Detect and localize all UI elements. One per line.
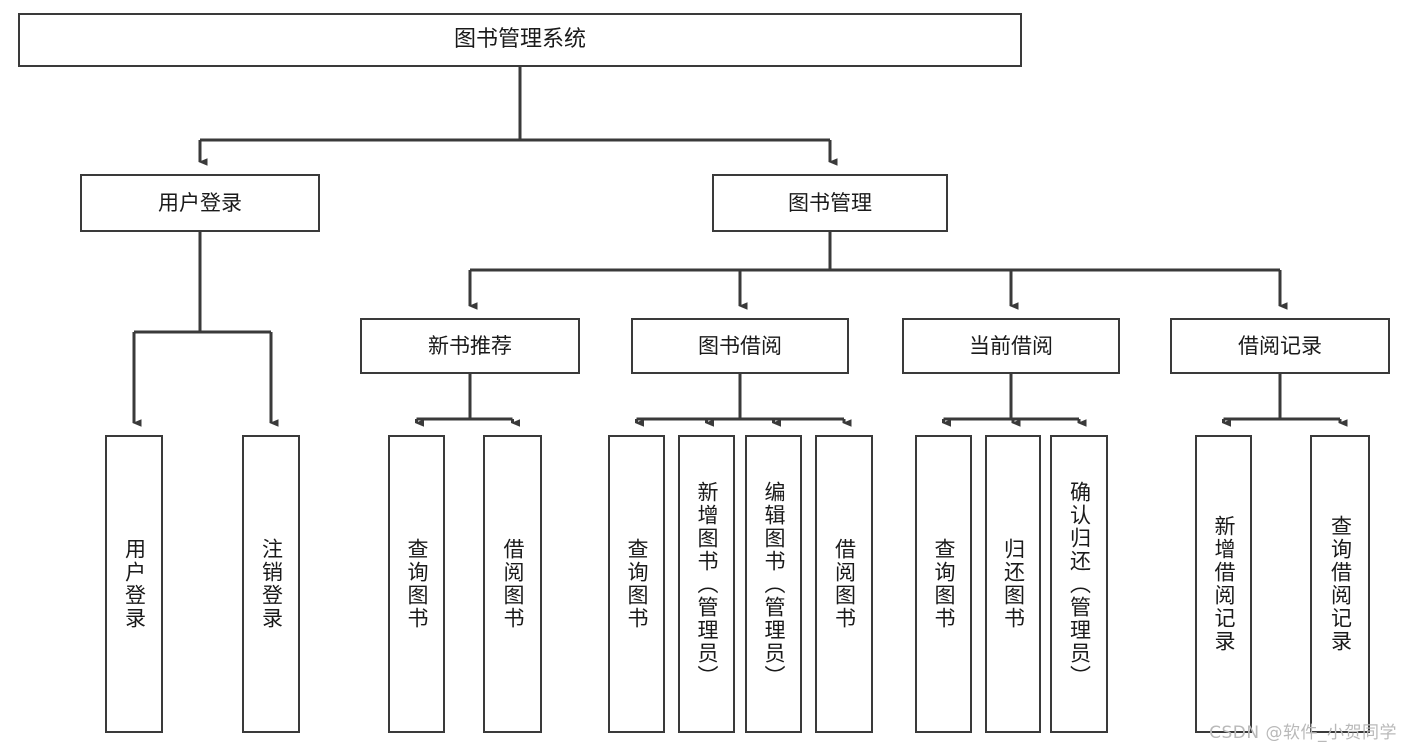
node-label: 图书借阅 — [698, 333, 782, 358]
leaf-node-leaf-add-record[interactable]: 新增借阅记录 — [1195, 435, 1252, 733]
node-label: 借阅图书 — [832, 538, 857, 630]
leaf-node-leaf-query-record[interactable]: 查询借阅记录 — [1310, 435, 1370, 733]
node-label: 借阅记录 — [1238, 333, 1322, 358]
node-current-borrow[interactable]: 当前借阅 — [902, 318, 1120, 374]
leaf-node-leaf-user-login[interactable]: 用户登录 — [105, 435, 163, 733]
node-label: 借阅图书 — [501, 538, 525, 630]
node-label: 新书推荐 — [428, 333, 512, 358]
node-label: 图书管理系统 — [453, 27, 586, 53]
node-label: 用户登录 — [122, 538, 147, 630]
node-label: 用户登录 — [158, 190, 242, 215]
leaf-node-leaf-query-book-2[interactable]: 查询图书 — [608, 435, 665, 733]
leaf-node-leaf-logout[interactable]: 注销登录 — [242, 435, 300, 733]
node-new-book-recommend[interactable]: 新书推荐 — [360, 318, 580, 374]
node-label: 注销登录 — [259, 538, 284, 630]
leaf-node-leaf-edit-book[interactable]: 编辑图书（管理员） — [745, 435, 802, 733]
leaf-node-leaf-borrow-book-1[interactable]: 借阅图书 — [483, 435, 542, 733]
node-label: 查询借阅记录 — [1328, 515, 1353, 653]
node-label: 查询图书 — [625, 538, 649, 630]
node-user-login[interactable]: 用户登录 — [80, 174, 320, 232]
leaf-node-leaf-return-book[interactable]: 归还图书 — [985, 435, 1041, 733]
node-book-borrow[interactable]: 图书借阅 — [631, 318, 849, 374]
node-label: 新增图书（管理员） — [695, 480, 719, 688]
node-label: 归还图书 — [1001, 538, 1026, 630]
leaf-node-leaf-add-book[interactable]: 新增图书（管理员） — [678, 435, 735, 733]
leaf-node-leaf-query-book-1[interactable]: 查询图书 — [388, 435, 445, 733]
node-borrow-record[interactable]: 借阅记录 — [1170, 318, 1390, 374]
leaf-node-leaf-query-book-3[interactable]: 查询图书 — [915, 435, 972, 733]
node-book-manage[interactable]: 图书管理 — [712, 174, 948, 232]
leaf-node-leaf-confirm-return[interactable]: 确认归还（管理员） — [1050, 435, 1108, 733]
node-label: 查询图书 — [405, 538, 429, 630]
node-label: 新增借阅记录 — [1212, 515, 1236, 653]
node-label: 当前借阅 — [969, 333, 1053, 358]
node-label: 编辑图书（管理员） — [762, 480, 786, 688]
leaf-node-leaf-borrow-book-2[interactable]: 借阅图书 — [815, 435, 873, 733]
node-root[interactable]: 图书管理系统 — [18, 13, 1022, 67]
node-label: 查询图书 — [932, 538, 956, 630]
node-label: 图书管理 — [788, 190, 872, 215]
node-label: 确认归还（管理员） — [1067, 480, 1092, 688]
